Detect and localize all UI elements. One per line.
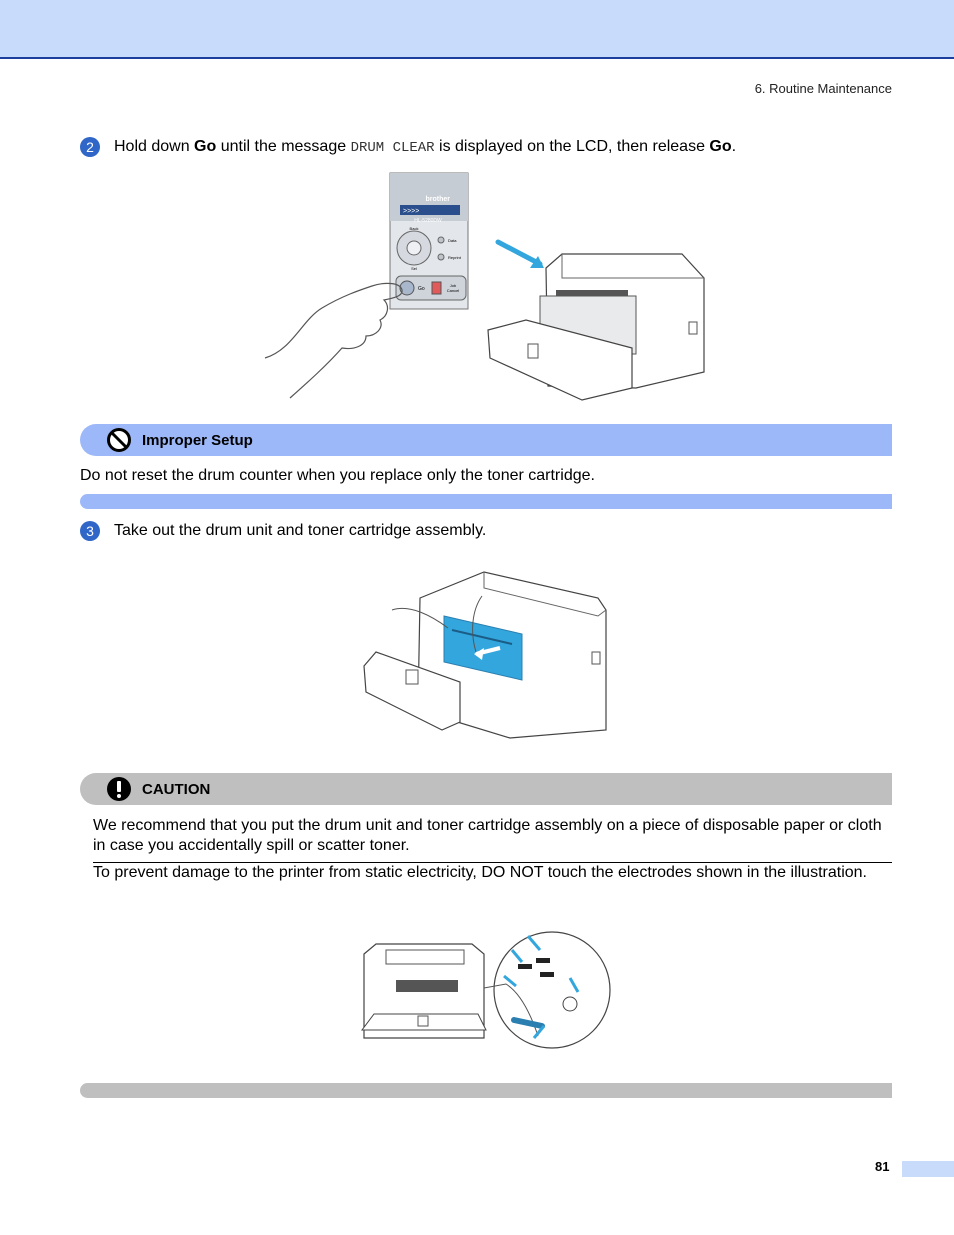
prohibited-icon [107, 428, 131, 452]
exclamation-icon [107, 777, 131, 801]
caution-paragraph-1: We recommend that you put the drum unit … [93, 817, 882, 854]
panel-sel-label: Sel [411, 266, 417, 271]
page-tab [902, 1161, 954, 1177]
caution-footer [80, 1083, 892, 1098]
electrodes-illustration [361, 931, 611, 1049]
panel-reprint-label: Reprint [448, 255, 462, 260]
step-3: 3 Take out the drum unit and toner cartr… [80, 521, 880, 543]
caution-title: CAUTION [142, 781, 211, 798]
header-band [0, 0, 954, 59]
caution-paragraph-2: To prevent damage to the printer from st… [93, 864, 867, 881]
panel-brand-label: brother [426, 196, 451, 203]
control-panel-illustration: brother >>>> HL-5280DW Back Sel Data Rep… [264, 172, 469, 399]
panel-job-label: Job [450, 283, 457, 288]
improper-setup-header: Improper Setup [80, 424, 892, 456]
step-2-text: Hold down Go until the message DRUM CLEA… [114, 138, 737, 156]
panel-go-label: Go [418, 286, 425, 292]
printer-open-illustration [487, 239, 705, 401]
panel-cancel-label: Cancel [447, 288, 460, 293]
step-3-text: Take out the drum unit and toner cartrid… [114, 522, 487, 539]
step-2: 2 Hold down Go until the message DRUM CL… [80, 137, 880, 159]
chapter-title: 6. Routine Maintenance [754, 81, 892, 96]
drum-removal-illustration [363, 571, 607, 739]
improper-setup-title: Improper Setup [142, 432, 253, 449]
step-number-badge: 2 [80, 137, 100, 157]
panel-model-label: HL-5280DW [414, 218, 442, 224]
caution-divider [93, 862, 892, 863]
panel-data-label: Data [448, 238, 457, 243]
caution-header: CAUTION [80, 773, 892, 805]
step-number-badge: 3 [80, 521, 100, 541]
panel-lcd-text: >>>> [403, 208, 419, 215]
improper-setup-text: Do not reset the drum counter when you r… [80, 467, 595, 484]
improper-setup-footer [80, 494, 892, 509]
panel-back-label: Back [410, 226, 419, 231]
page-number: 81 [875, 1159, 890, 1174]
